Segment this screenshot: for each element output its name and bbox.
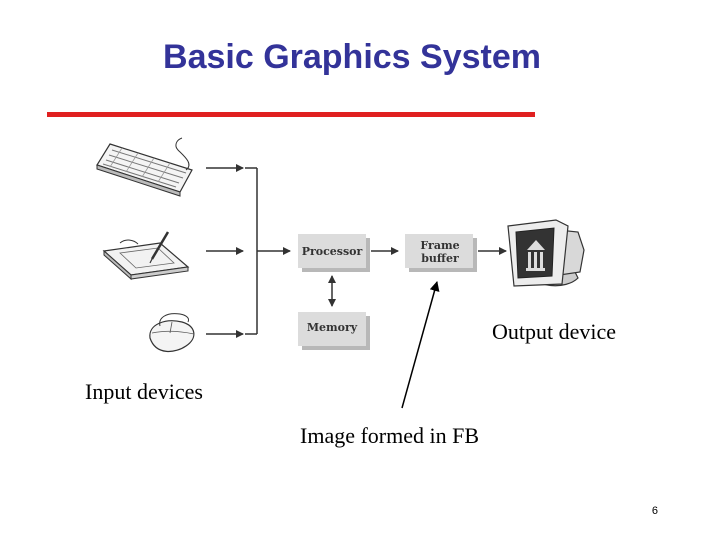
processor-label: Processor [302,245,363,258]
input-connectors [206,164,291,338]
processor-box: Processor [298,234,370,272]
title-underline [47,112,535,117]
frame-buffer-label-line1: Frame [420,239,459,252]
image-formed-label: Image formed in FB [300,423,480,448]
graphics-tablet-icon [102,231,190,281]
input-devices-label: Input devices [85,379,203,404]
box-connectors [328,247,507,307]
page-number: 6 [651,505,658,517]
mouse-icon [149,313,195,352]
output-device-label: Output device [492,319,617,344]
keyboard-icon [96,137,193,197]
memory-box: Memory [298,312,370,350]
framebuffer-pointer-arrow [401,281,440,409]
slide-title: Basic Graphics System [163,38,541,76]
frame-buffer-label-line2: buffer [421,252,459,265]
crt-monitor-icon [507,219,585,287]
memory-label: Memory [307,321,358,334]
frame-buffer-box: Frame buffer [405,234,477,272]
